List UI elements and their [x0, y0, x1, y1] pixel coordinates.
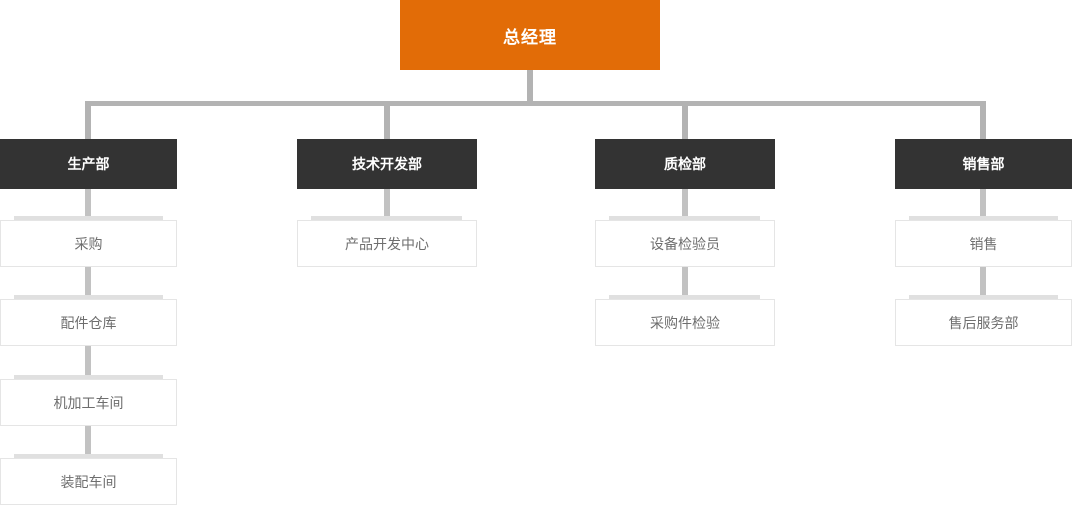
drop-line-sales: [980, 101, 986, 139]
node-top-band: [311, 216, 462, 220]
connector-stub: [85, 426, 91, 458]
org-node-machining-workshop[interactable]: 机加工车间: [0, 379, 177, 426]
dept-node-tech-dev[interactable]: 技术开发部: [297, 139, 477, 189]
dept-node-production[interactable]: 生产部: [0, 139, 177, 189]
connector-stub: [384, 189, 390, 220]
connector-stub: [682, 267, 688, 299]
connector-stub: [85, 346, 91, 379]
connector-stub: [682, 189, 688, 220]
drop-line-quality: [682, 101, 688, 139]
node-top-band: [14, 216, 163, 220]
node-top-band: [14, 295, 163, 299]
connector-stub: [980, 189, 986, 220]
dept-node-quality[interactable]: 质检部: [595, 139, 775, 189]
org-node-assembly-workshop[interactable]: 装配车间: [0, 458, 177, 505]
drop-line-tech-dev: [384, 101, 390, 139]
node-top-band: [14, 375, 163, 379]
node-top-band: [909, 295, 1058, 299]
org-node-general-manager[interactable]: 总经理: [400, 0, 660, 70]
node-top-band: [14, 454, 163, 458]
org-node-equipment-inspector[interactable]: 设备检验员: [595, 220, 775, 267]
connector-stub: [85, 267, 91, 299]
org-node-sales[interactable]: 销售: [895, 220, 1072, 267]
org-node-parts-warehouse[interactable]: 配件仓库: [0, 299, 177, 346]
org-node-after-sales-service[interactable]: 售后服务部: [895, 299, 1072, 346]
node-top-band: [609, 216, 760, 220]
org-node-purchasing[interactable]: 采购: [0, 220, 177, 267]
node-top-band: [909, 216, 1058, 220]
node-top-band: [609, 295, 760, 299]
drop-line-production: [85, 101, 91, 139]
connector-stub: [980, 267, 986, 299]
org-node-purchased-parts-inspection[interactable]: 采购件检验: [595, 299, 775, 346]
org-node-product-dev-center[interactable]: 产品开发中心: [297, 220, 477, 267]
root-connector-stub: [527, 70, 533, 106]
connector-stub: [85, 189, 91, 220]
level1-horizontal-line: [85, 101, 986, 106]
dept-node-sales[interactable]: 销售部: [895, 139, 1072, 189]
